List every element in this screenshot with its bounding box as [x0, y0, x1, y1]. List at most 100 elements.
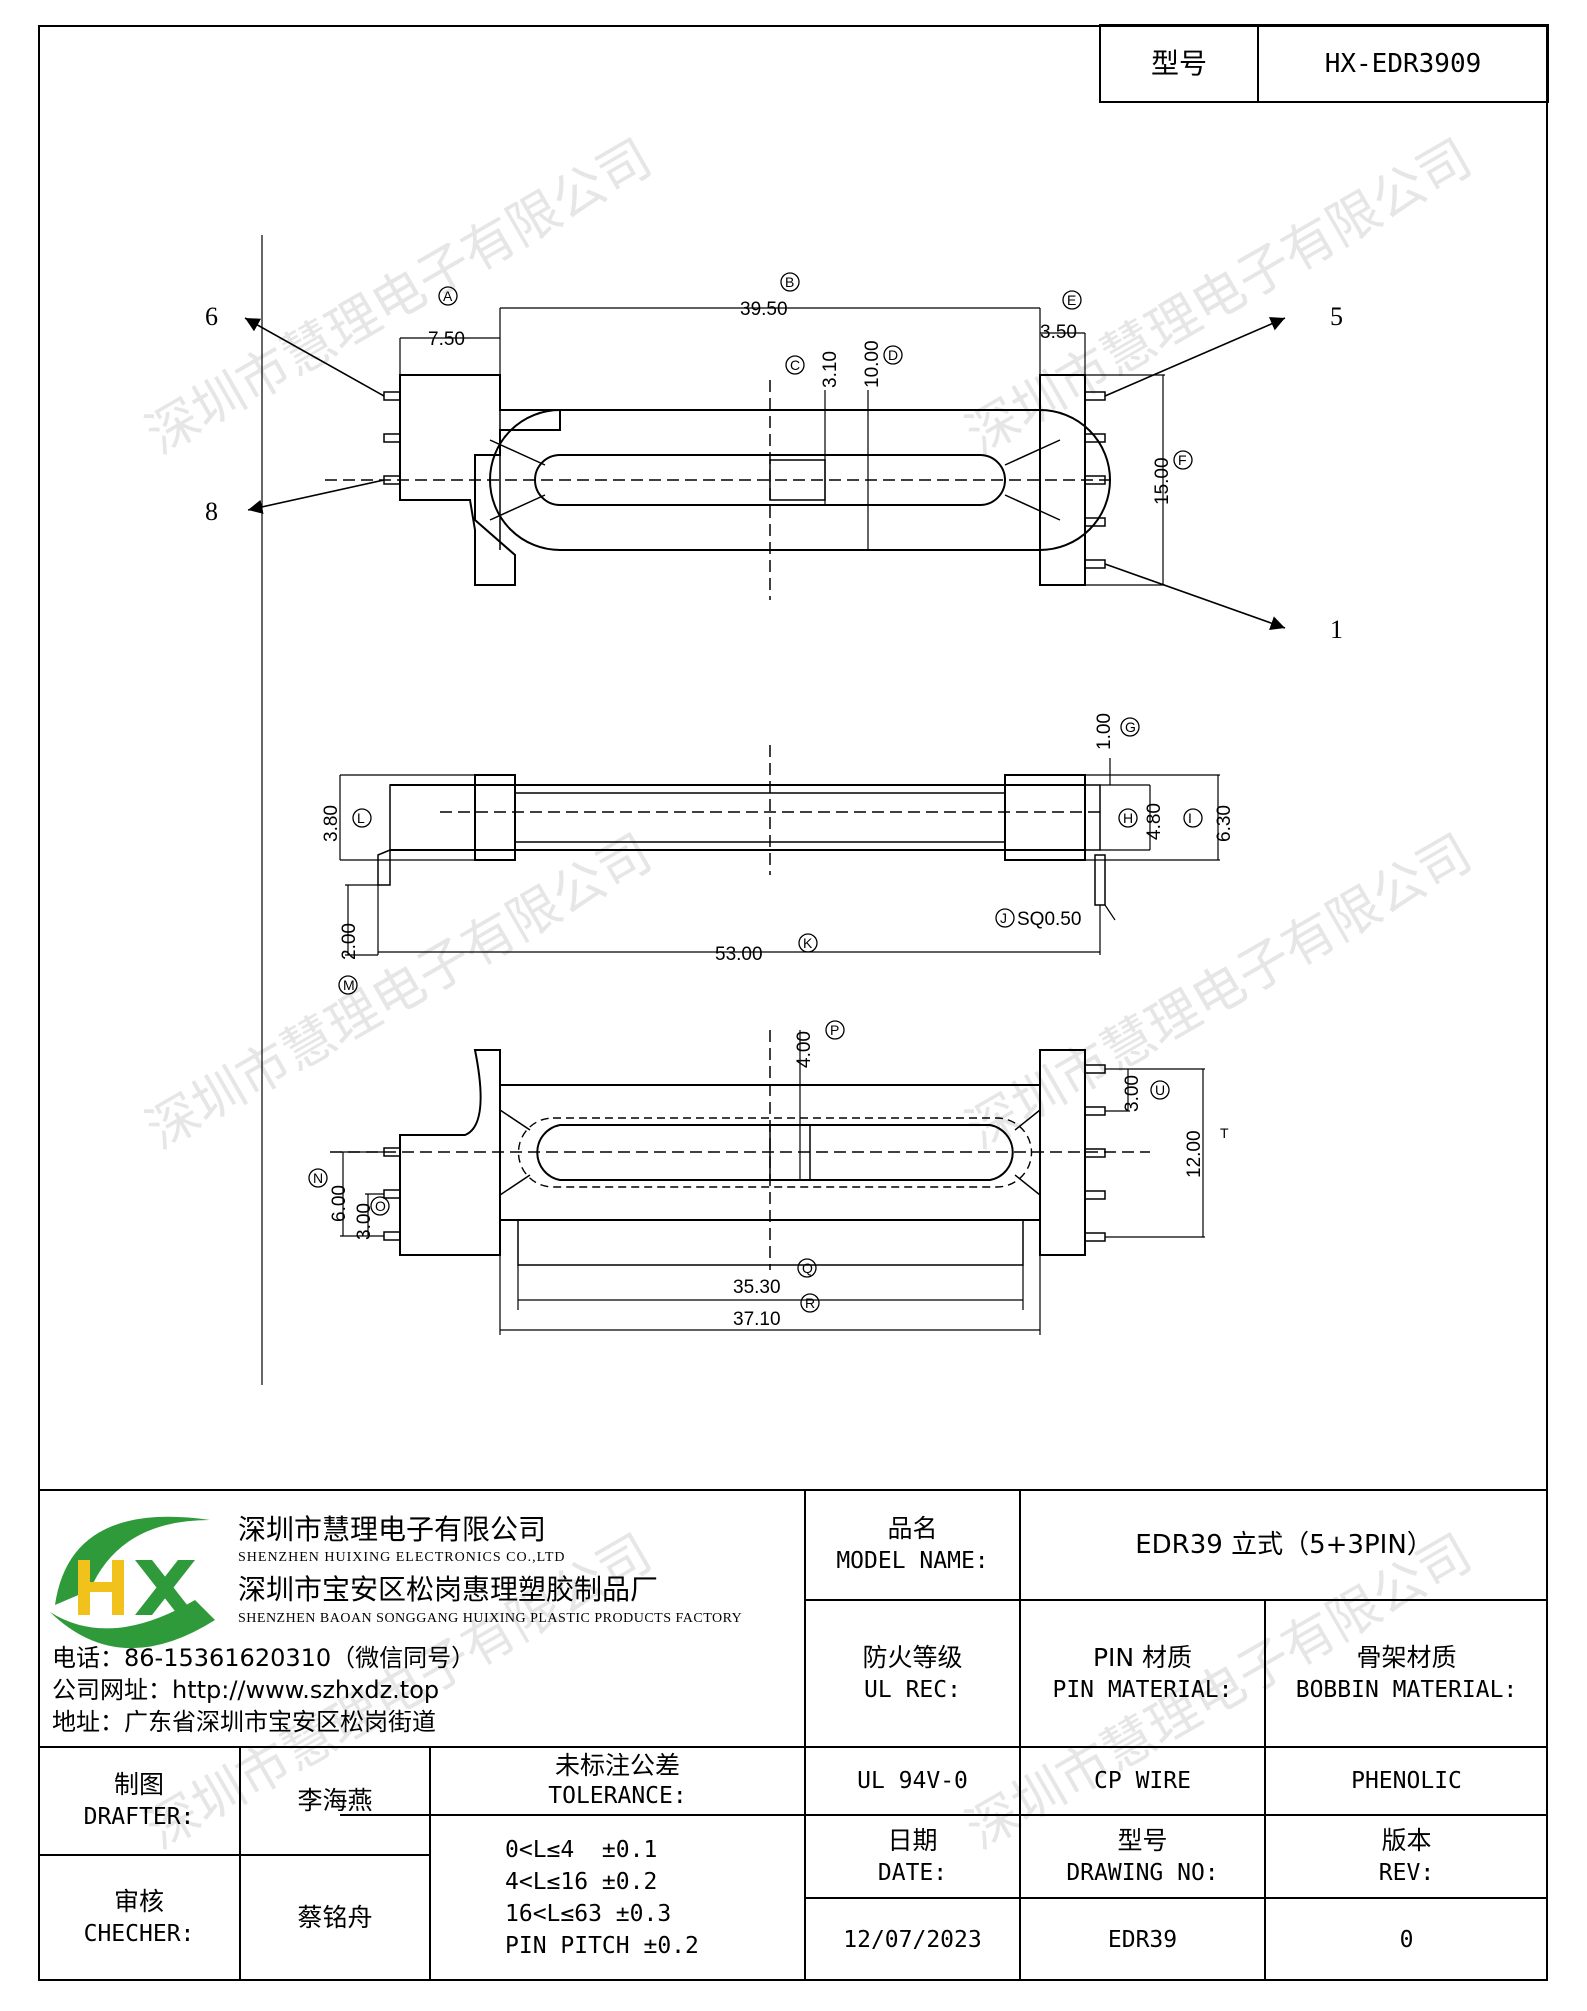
tolerance-line-1: 0<L≤4 ±0.1 [505, 1836, 658, 1863]
factory-name-cn: 深圳市宝安区松岗惠理塑胶制品厂 [238, 1573, 659, 1606]
company-name-cn: 深圳市慧理电子有限公司 [238, 1513, 547, 1546]
bottom-view-labels: 4.00 P 3.00 U 12.00 T 6.00 N 3.00 O 35.3… [308, 1020, 1229, 1330]
pin-material-en: PIN MATERIAL: [1052, 1676, 1233, 1703]
dim-k-value: 53.00 [715, 944, 763, 965]
checker-name: 蔡铭舟 [297, 1903, 373, 1932]
bobbin-material-cn: 骨架材质 [1356, 1642, 1457, 1672]
model-name-label-cell: 品名 MODEL NAME: [805, 1490, 1020, 1600]
side-view-labels: 1.00 G 4.80 H 6.30 I 3.80 L J SQ0.50 53.… [321, 713, 1235, 995]
model-name-en: MODEL NAME: [836, 1548, 989, 1574]
dim-q-value: 35.30 [733, 1277, 781, 1298]
dim-h-value: 4.80 [1144, 803, 1165, 840]
tolerance-line-4: PIN PITCH ±0.2 [505, 1932, 699, 1959]
tolerance-line-2: 4<L≤16 ±0.2 [505, 1868, 658, 1895]
drafter-name: 李海燕 [297, 1786, 373, 1815]
ul-value: UL 94V-0 [857, 1768, 968, 1794]
dim-t-value: 12.00 [1184, 1130, 1205, 1178]
rev-cn: 版本 [1381, 1825, 1432, 1855]
dim-j-label: J [1000, 910, 1007, 926]
dim-l-value: 3.80 [321, 805, 342, 842]
bobbin-material-en: BOBBIN MATERIAL: [1295, 1676, 1518, 1703]
header-model-value: HX-EDR3909 [1324, 48, 1482, 79]
dim-j-value: SQ0.50 [1017, 909, 1081, 930]
title-block-grid [38, 24, 1549, 1981]
watermark-3: 深圳市慧理电子有限公司 [137, 823, 662, 1161]
dim-a-label: A [443, 288, 453, 304]
factory-name-en: SHENZHEN BAOAN SONGGANG HUIXING PLASTIC … [238, 1611, 743, 1626]
dim-u-value: 3.00 [1122, 1075, 1143, 1112]
dim-h-label: H [1123, 810, 1133, 826]
top-view [244, 307, 1286, 630]
pin-label-8: 8 [205, 497, 218, 526]
top-view-labels: 6 8 5 1 7.50 A 39.50 B 3.50 E 3.10 C 10.… [205, 272, 1343, 644]
company-logo [50, 1516, 215, 1649]
dim-l-label: L [357, 810, 365, 826]
company-name-en: SHENZHEN HUIXING ELECTRONICS CO.,LTD [238, 1550, 566, 1565]
drawing-no-label-cell: 型号 DRAWING NO: [1020, 1815, 1265, 1898]
bobbin-material-value: PHENOLIC [1351, 1768, 1462, 1794]
dim-a-value: 7.50 [428, 329, 465, 350]
date-cn: 日期 [887, 1825, 938, 1855]
drawing-no-en: DRAWING NO: [1066, 1859, 1219, 1886]
bottom-view [330, 1030, 1205, 1335]
tolerance-cn: 未标注公差 [554, 1751, 680, 1780]
pin-label-1: 1 [1330, 615, 1343, 644]
drawing-no-cn: 型号 [1117, 1825, 1168, 1855]
dim-c-value: 3.10 [820, 351, 841, 388]
tolerance-en: TOLERANCE: [548, 1783, 687, 1809]
dim-n-label: N [313, 1170, 323, 1186]
pin-material-label-cell: PIN 材质 PIN MATERIAL: [1020, 1600, 1265, 1747]
company-website: 公司网址：http://www.szhxdz.top [52, 1676, 440, 1704]
dim-t-label: T [1220, 1125, 1229, 1141]
tolerance-lines: 0<L≤4 ±0.1 4<L≤16 ±0.2 16<L≤63 ±0.3 PIN … [505, 1820, 805, 1975]
ul-rec-en: UL REC: [864, 1676, 961, 1703]
tolerance-line-3: 16<L≤63 ±0.3 [505, 1900, 672, 1927]
dim-k-label: K [803, 935, 813, 951]
pin-label-6: 6 [205, 302, 218, 331]
dim-m-label: M [343, 977, 355, 993]
dim-b-label: B [785, 274, 794, 290]
dim-p-value: 4.00 [794, 1031, 815, 1068]
rev-en: REV: [1378, 1859, 1435, 1886]
dim-f-value: 15.00 [1152, 457, 1173, 505]
company-phone: 电话：86-15361620310（微信同号） [52, 1644, 476, 1672]
rev-label-cell: 版本 REV: [1265, 1815, 1548, 1898]
dim-b-value: 39.50 [740, 299, 788, 320]
model-name-cn: 品名 [887, 1514, 938, 1543]
dim-g-label: G [1125, 719, 1136, 735]
logo-text: HX [50, 1500, 51, 1501]
checker-cn: 审核 [113, 1887, 164, 1916]
ul-rec-label-cell: 防火等级 UL REC: [805, 1600, 1020, 1747]
drawing-frame [38, 25, 1548, 1981]
checker-label-cell: 审核 CHECHER: [38, 1855, 240, 1981]
date-label-cell: 日期 DATE: [805, 1815, 1020, 1898]
header-model-label: 型号 [1150, 46, 1207, 80]
drafter-cn: 制图 [113, 1770, 164, 1799]
dim-i-label: I [1188, 810, 1192, 826]
date-en: DATE: [877, 1859, 948, 1886]
drafter-en: DRAFTER: [83, 1804, 195, 1830]
rev-value: 0 [1399, 1926, 1414, 1953]
date-value: 12/07/2023 [843, 1926, 982, 1953]
side-view [339, 745, 1220, 956]
pin-material-cn: PIN 材质 [1092, 1642, 1193, 1672]
dim-r-value: 37.10 [733, 1309, 781, 1330]
checker-en: CHECHER: [83, 1921, 195, 1947]
dim-o-label: O [375, 1198, 386, 1214]
dim-n-value: 6.00 [329, 1185, 350, 1222]
dim-p-label: P [830, 1022, 839, 1038]
drawing-no-value: EDR39 [1107, 1926, 1178, 1953]
dim-g-value: 1.00 [1094, 713, 1115, 750]
company-info: HX 深圳市慧理电子有限公司 SHENZHEN HUIXING ELECTRON… [50, 1500, 800, 1745]
dim-r-label: R [805, 1295, 815, 1311]
dim-m-value: 2.00 [339, 923, 360, 960]
drafter-label-cell: 制图 DRAFTER: [38, 1747, 240, 1855]
pin-material-value: CP WIRE [1094, 1768, 1191, 1794]
dim-q-label: Q [802, 1260, 813, 1276]
dim-i-value: 6.30 [1214, 805, 1235, 842]
dim-e-label: E [1067, 292, 1076, 308]
pin-label-5: 5 [1330, 302, 1343, 331]
dim-e-value: 3.50 [1040, 322, 1077, 343]
dim-f-label: F [1178, 452, 1187, 468]
